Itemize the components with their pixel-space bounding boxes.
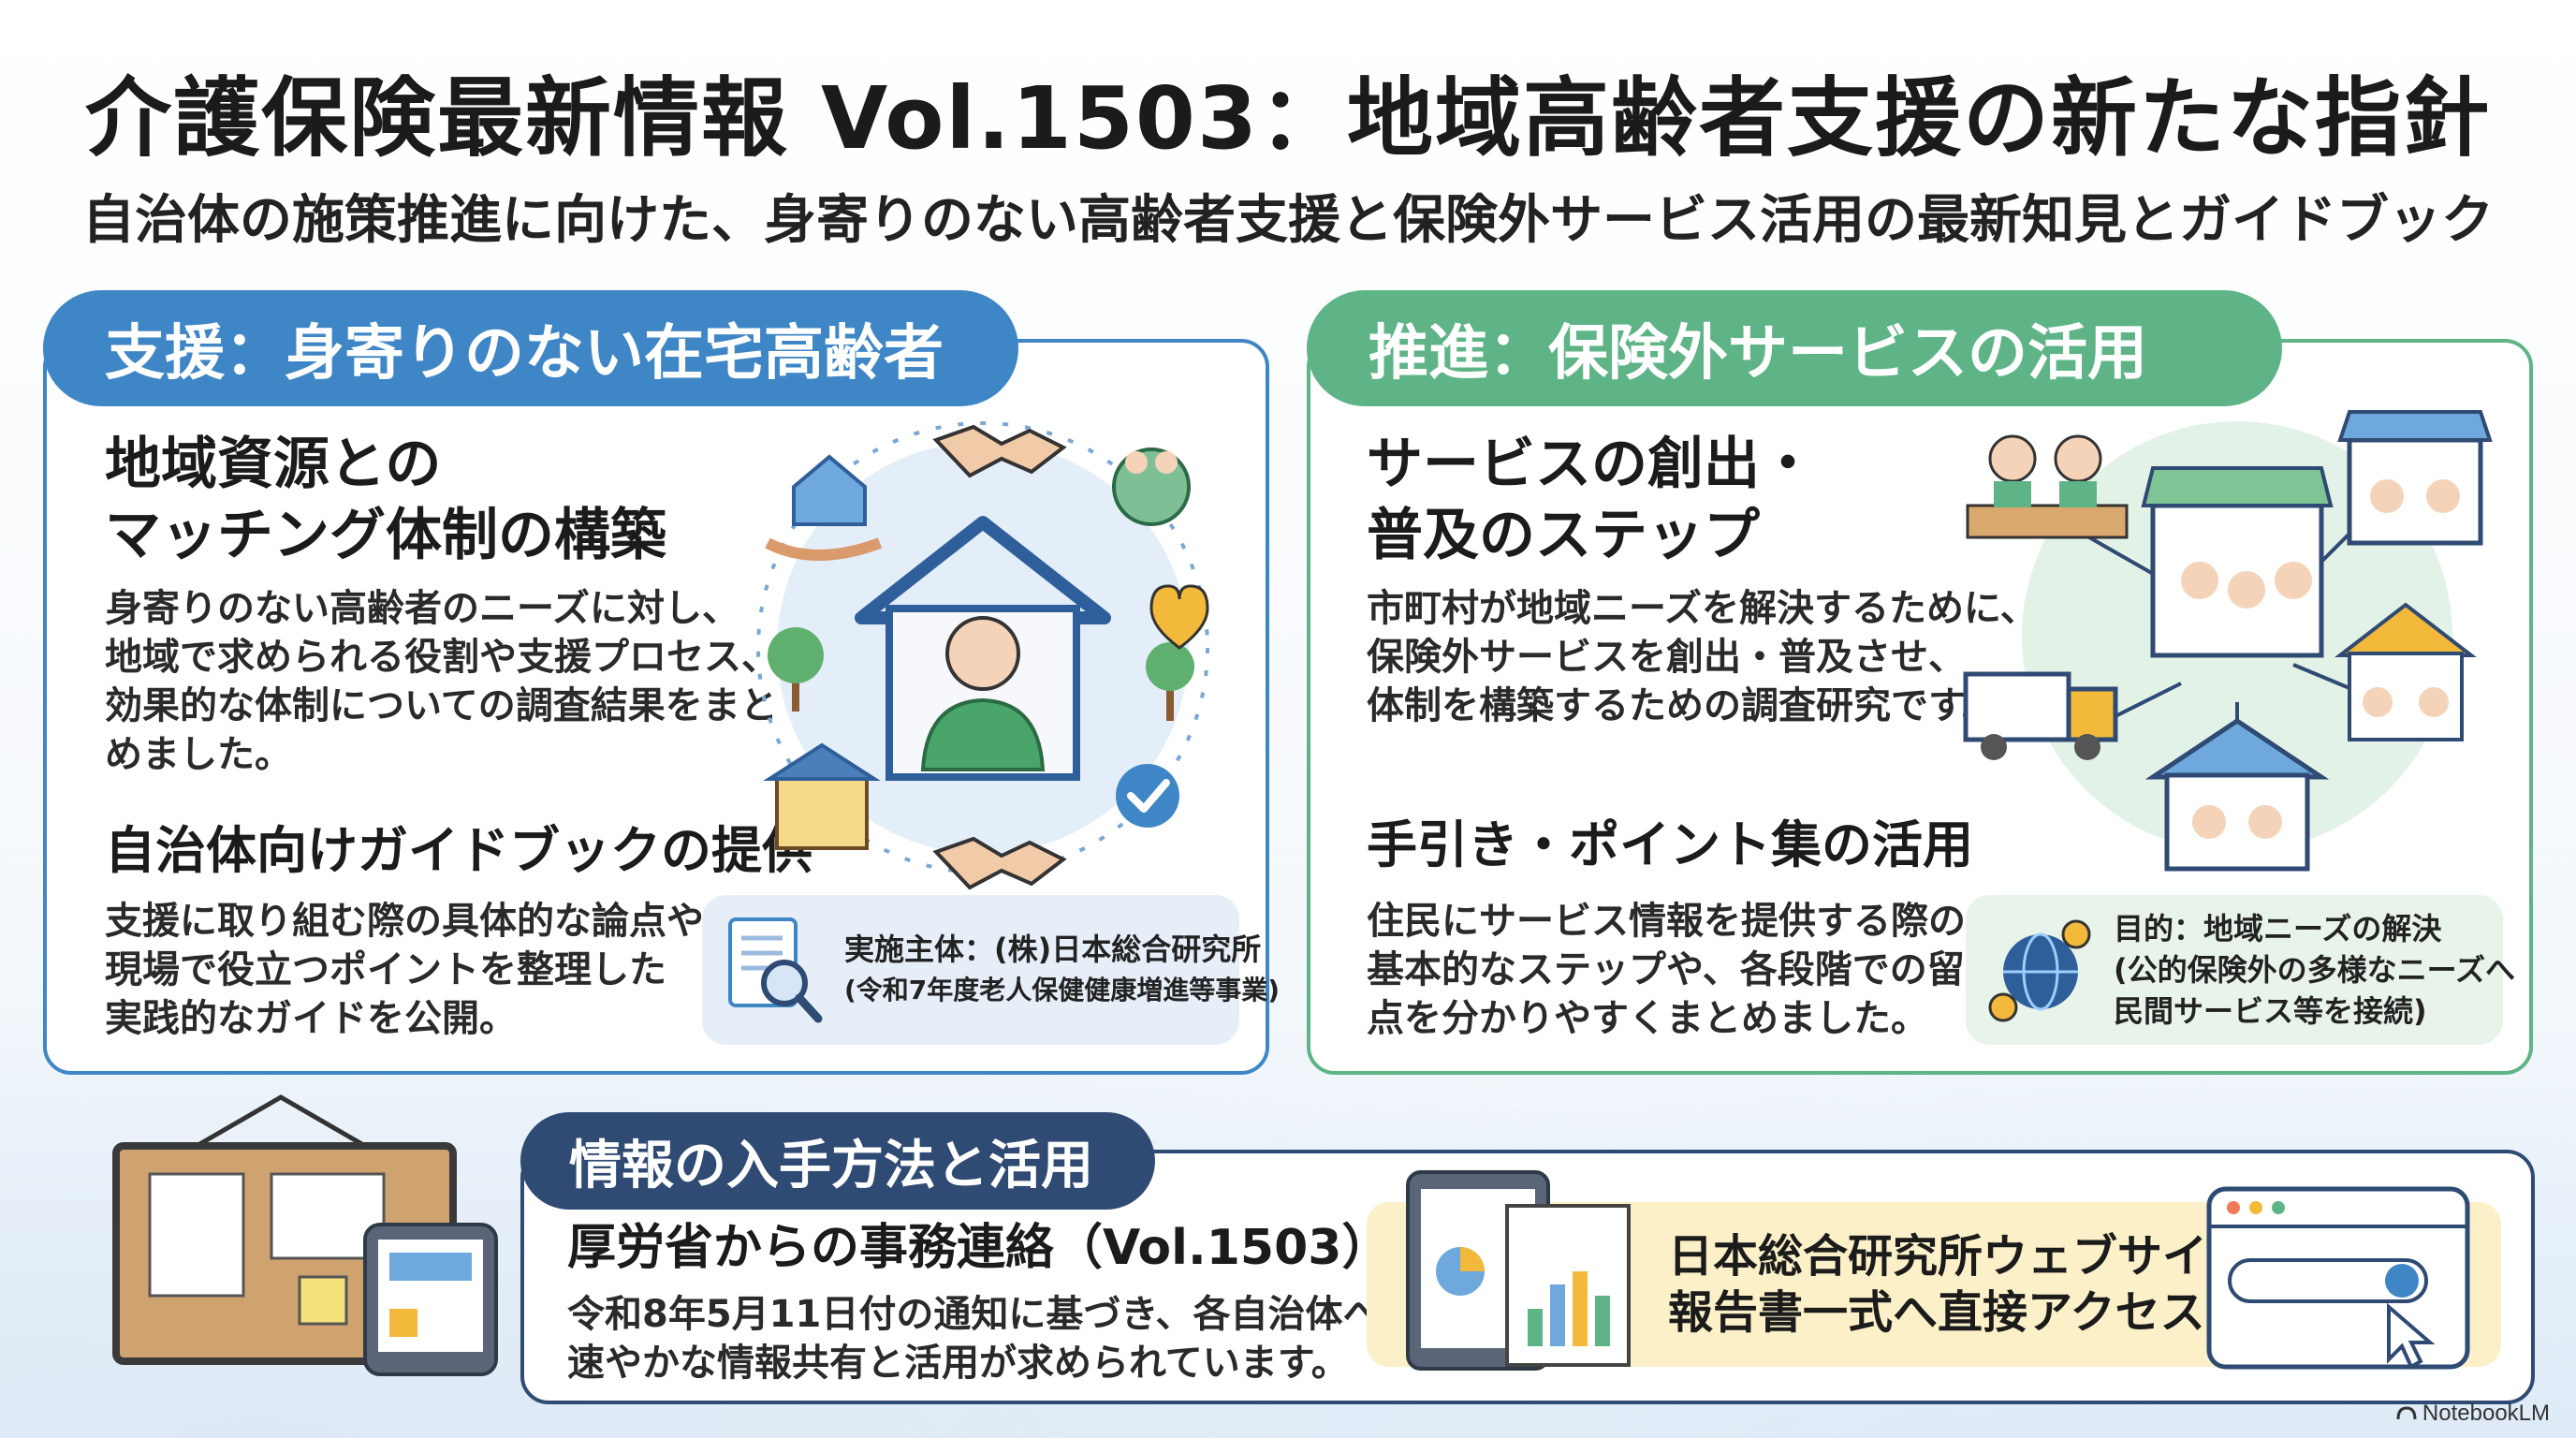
document-search-icon bbox=[728, 917, 823, 1023]
support-tab: 支援：身寄りのない在宅高齢者 bbox=[43, 290, 1018, 406]
service-network-illustration bbox=[1963, 410, 2493, 872]
tree-icon bbox=[768, 627, 1194, 721]
house-elder-icon bbox=[855, 516, 1111, 781]
project-line: (令和7年度老人保健健康増進等事業) bbox=[844, 975, 1281, 1005]
service-steps-title: サービスの創出・ 普及のステップ bbox=[1367, 429, 1816, 571]
implementer-line: 実施主体：(株)日本総合研究所 bbox=[844, 932, 1262, 967]
handbook-section-body: 住民にサービス情報を提供する際の 基本的なステップや、各段階での留意 点を分かり… bbox=[1367, 897, 2002, 1043]
guidebook-section-title: 自治体向けガイドブックの提供 bbox=[105, 821, 812, 880]
steps-title-line-1: サービスの創出・ bbox=[1367, 432, 1816, 497]
heart-hands-icon bbox=[1149, 584, 1209, 650]
guidebook-section-body: 支援に取り組む際の具体的な論点や、 現場で役立つポイントを整理した 実践的なガイ… bbox=[105, 897, 740, 1043]
check-icon bbox=[1116, 764, 1179, 828]
guidebook-body-line-3: 実践的なガイドを公開。 bbox=[105, 997, 517, 1040]
purpose-info-box: 目的：地域ニーズの解決 (公的保険外の多様なニーズへ 民間サービス等を接続) bbox=[1966, 895, 2515, 1045]
purpose-info-text: 目的：地域ニーズの解決 (公的保険外の多様なニーズへ 民間サービス等を接続) bbox=[2114, 908, 2515, 1032]
notice-body: 令和8年5月11日付の通知に基づき、各自治体へ 速やかな情報共有と活用が求められ… bbox=[567, 1290, 1381, 1387]
shop-icon bbox=[2141, 466, 2334, 658]
community-globe-icon bbox=[1112, 448, 1191, 526]
brand-text: NotebookLM bbox=[2422, 1401, 2550, 1426]
community-support-illustration bbox=[756, 421, 1209, 890]
notebooklm-logo-icon bbox=[2396, 1406, 2417, 1420]
purpose-line-1: 目的：地域ニーズの解決 bbox=[2114, 911, 2442, 946]
guidebook-body-line-2: 現場で役立つポイントを整理した bbox=[105, 948, 666, 991]
family-house-icon bbox=[2334, 602, 2477, 741]
cafe-staff-icon bbox=[1966, 434, 2129, 539]
bulletin-board-icon bbox=[112, 1094, 498, 1376]
browser-search-icon[interactable] bbox=[2205, 1185, 2486, 1372]
cursor-icon bbox=[2387, 1302, 2436, 1370]
notice-body-line-2: 速やかな情報共有と活用が求められています。 bbox=[567, 1342, 1349, 1385]
matching-body-line-4: めました。 bbox=[105, 733, 292, 776]
purpose-line-2: (公的保険外の多様なニーズへ bbox=[2114, 952, 2516, 988]
handbook-body-line-1: 住民にサービス情報を提供する際の bbox=[1367, 900, 1966, 943]
matching-body-line-1: 身寄りのない高齢者のニーズに対し、 bbox=[105, 587, 739, 630]
matching-title-line-1: 地域資源との bbox=[105, 432, 442, 497]
steps-body-line-2: 保険外サービスを創出・普及させ、 bbox=[1367, 636, 1966, 679]
promotion-tab: 推進：保険外サービスの活用 bbox=[1307, 290, 2282, 406]
handshake-icon bbox=[932, 424, 1067, 890]
matching-title-line-2: マッチング体制の構築 bbox=[105, 503, 666, 568]
handbook-section-title: 手引き・ポイント集の活用 bbox=[1367, 815, 1973, 874]
website-line: 日本総合研究所ウェブサイト bbox=[1668, 1230, 2253, 1283]
globe-gears-icon bbox=[1988, 919, 2091, 1022]
elder-house-icon bbox=[2144, 717, 2330, 872]
website-access-text[interactable]: 日本総合研究所ウェブサイト 報告書一式へ直接アクセス bbox=[1668, 1228, 2252, 1341]
home-hand-icon bbox=[765, 454, 883, 561]
tablet-icon bbox=[363, 1223, 498, 1376]
shop-icon bbox=[2337, 410, 2493, 546]
matching-section-title: 地域資源との マッチング体制の構築 bbox=[105, 429, 666, 571]
implementer-info-box: 実施主体：(株)日本総合研究所 (令和7年度老人保健健康増進等事業) bbox=[702, 895, 1280, 1045]
information-tab: 情報の入手方法と活用 bbox=[520, 1112, 1155, 1210]
implementer-info-text: 実施主体：(株)日本総合研究所 (令和7年度老人保健健康増進等事業) bbox=[844, 929, 1280, 1011]
steps-title-line-2: 普及のステップ bbox=[1367, 503, 1760, 568]
steps-body-line-3: 体制を構築するための調査研究です。 bbox=[1367, 684, 1999, 727]
matching-body-line-3: 効果的な体制についての調査結果をまと bbox=[105, 684, 778, 727]
handbook-body-line-3: 点を分かりやすくまとめました。 bbox=[1367, 997, 1928, 1040]
page-title: 介護保険最新情報 Vol.1503：地域高齢者支援の新たな指針 bbox=[85, 68, 2491, 169]
service-steps-body: 市町村が地域ニーズを解決するために、 保険外サービスを創出・普及させ、 体制を構… bbox=[1367, 584, 2038, 730]
notice-title: 厚労省からの事務連絡（Vol.1503） bbox=[567, 1220, 1391, 1276]
report-access-line: 報告書一式へ直接アクセス bbox=[1668, 1286, 2205, 1339]
matching-body-line-2: 地域で求められる役割や支援プロセス、 bbox=[105, 636, 779, 679]
steps-body-line-1: 市町村が地域ニーズを解決するために、 bbox=[1367, 587, 2038, 630]
matching-section-body: 身寄りのない高齢者のニーズに対し、 地域で求められる役割や支援プロセス、 効果的… bbox=[105, 584, 779, 779]
purpose-line-3: 民間サービス等を接続) bbox=[2114, 993, 2427, 1029]
guidebook-body-line-1: 支援に取り組む際の具体的な論点や、 bbox=[105, 900, 740, 943]
school-icon bbox=[763, 742, 881, 850]
handbook-body-line-2: 基本的なステップや、各段階での留意 bbox=[1367, 948, 2002, 991]
report-icon bbox=[1406, 1170, 1631, 1371]
truck-icon bbox=[1963, 671, 2118, 760]
notice-body-line-1: 令和8年5月11日付の通知に基づき、各自治体へ bbox=[567, 1293, 1381, 1336]
brand-label: NotebookLM bbox=[2396, 1401, 2550, 1427]
page-subtitle: 自治体の施策推進に向けた、身寄りのない高齢者支援と保険外サービス活用の最新知見と… bbox=[82, 190, 2494, 251]
